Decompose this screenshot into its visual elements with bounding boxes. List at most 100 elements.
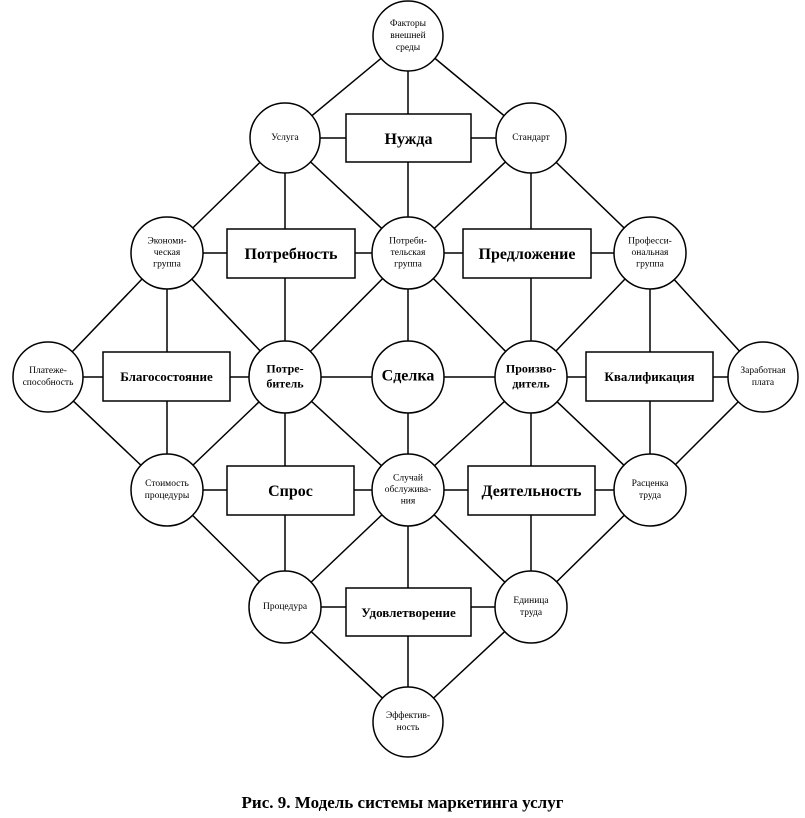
circle-node-label-line: Стандарт [512, 133, 550, 143]
box-need-frame [345, 113, 472, 163]
circle-node-label-line: Сделка [382, 368, 435, 385]
circle-node-label-line: группа [153, 260, 181, 270]
circle-node-frame [12, 341, 84, 413]
circle-node-label-line: среды [396, 43, 421, 53]
circle-node-label-line: Процедура [263, 602, 308, 612]
circle-node-label-line: труда [520, 608, 543, 618]
circle-node-label-line: тельская [391, 248, 426, 258]
box-satisfaction-frame [345, 587, 472, 637]
circle-node-econ-group: Экономи-ческая группа [130, 216, 204, 290]
circle-node-label-line: Произво- [506, 361, 556, 375]
box-qualification: Квалификация [585, 351, 714, 402]
circle-node-label: Процедура [263, 602, 308, 612]
circle-node-label-line: способность [23, 377, 75, 388]
circle-node-deal: Сделка [371, 340, 445, 414]
circle-node-salary: Заработная плата [727, 341, 799, 413]
concept-boxes: Нужда Потребность Предложение Благососто… [102, 113, 714, 637]
box-satisfaction-label: Удовлетворение [361, 605, 456, 620]
box-activity: Деятельность [467, 465, 596, 516]
circle-node-label-line: Платеже- [29, 366, 67, 376]
box-qualification-label: Квалификация [604, 369, 694, 384]
box-demand-label: Спрос [268, 483, 313, 500]
circle-node-label: Эффектив-ность [386, 710, 430, 733]
circle-node-label-line: процедуры [145, 491, 190, 501]
circle-node-label: Экономи-ческая группа [147, 237, 186, 270]
box-activity-frame [467, 465, 596, 516]
circle-node-label-line: внешней [390, 30, 426, 41]
box-qualification-frame [585, 351, 714, 402]
circle-node-frame [249, 102, 321, 174]
circle-node-frame [248, 340, 322, 414]
circle-node-frame [613, 453, 687, 527]
circle-node-labor-unit: Единица труда [494, 570, 568, 644]
box-requirement-label: Потребность [245, 246, 338, 263]
circle-node-label: Расценка труда [632, 479, 670, 501]
circle-node-label: Произво-дитель [506, 361, 556, 390]
circle-node-frame [727, 341, 799, 413]
circle-node-standard: Стандарт [495, 102, 567, 174]
circle-node-label-line: Стоимость [145, 479, 189, 489]
circle-node-label: Потре-битель [266, 361, 304, 390]
circle-node-label-line: Случай [393, 473, 423, 484]
circle-node-label: Услуга [271, 133, 299, 143]
box-demand: Спрос [226, 465, 355, 516]
circle-node-consumer: Потре-битель [248, 340, 322, 414]
circle-node-label-line: обслужива- [385, 484, 432, 495]
circle-node-label-line: Факторы [390, 19, 427, 29]
circle-node-label-line: группа [636, 260, 664, 270]
circle-node-label-line: Потреби- [389, 236, 427, 247]
circle-node-solvency: Платеже-способность [12, 341, 84, 413]
circle-node-label-line: битель [266, 376, 304, 390]
box-requirement-frame [226, 228, 356, 279]
box-need: Нужда [345, 113, 472, 163]
circle-node-efficiency: Эффектив-ность [372, 686, 444, 758]
box-offer-frame [462, 228, 592, 279]
circle-node-frame [130, 216, 204, 290]
box-offer: Предложение [462, 228, 592, 279]
circle-node-label-line: Единица [513, 596, 549, 606]
circle-node-procedure: Процедура [248, 570, 322, 644]
circle-node-label-line: ческая [154, 248, 181, 258]
box-activity-label: Деятельность [482, 483, 583, 500]
circle-node-frame [371, 216, 445, 290]
circle-node-label-line: Заработная [740, 365, 786, 376]
circle-node-label-line: ональная [632, 248, 670, 258]
circle-node-service: Услуга [249, 102, 321, 174]
circle-node-label: Сделка [382, 368, 435, 385]
circle-node-producer: Произво-дитель [494, 340, 568, 414]
circle-node-label: Платеже-способность [23, 366, 75, 388]
circle-node-procedure-cost: Стоимость процедуры [130, 453, 204, 527]
circle-node-labor-rate: Расценка труда [613, 453, 687, 527]
circle-node-frame [613, 216, 687, 290]
circle-node-frame [371, 453, 445, 527]
circle-node-label-line: ния [401, 497, 416, 507]
circle-node-label-line: труда [639, 491, 662, 501]
circle-node-label: Стандарт [512, 133, 550, 143]
circle-node-frame [494, 340, 568, 414]
circle-node-label-line: Потре- [266, 361, 303, 375]
circle-node-frame [495, 102, 567, 174]
circle-node-label: Заработная плата [740, 365, 786, 388]
circle-node-label-line: плата [752, 378, 775, 388]
figure-caption: Рис. 9. Модель системы маркетинга услуг [241, 793, 564, 812]
circle-node-label-line: Экономи- [147, 237, 186, 247]
circle-node-label: Единица труда [513, 596, 549, 618]
circle-node-frame [130, 453, 204, 527]
box-need-label: Нужда [385, 131, 433, 148]
circle-node-frame [372, 0, 444, 72]
circle-node-frame [248, 570, 322, 644]
circle-node-label-line: дитель [512, 376, 550, 390]
circle-node-label-line: ность [397, 723, 420, 733]
circle-node-label-line: Расценка [632, 479, 670, 489]
box-wellbeing: Благосостояние [102, 351, 231, 402]
